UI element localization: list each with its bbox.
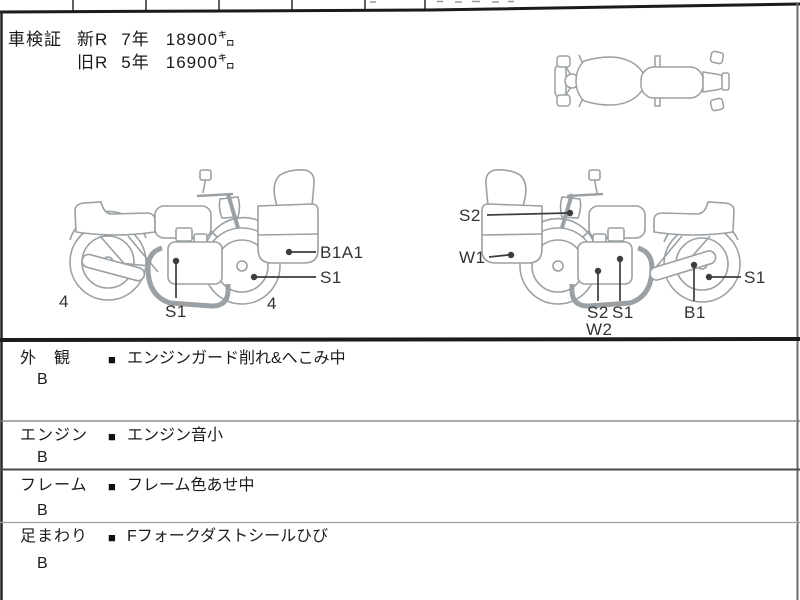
category-label: エンジン <box>20 427 89 444</box>
category-label: 足まわり <box>20 528 89 545</box>
damage-label-engine: S1 <box>165 302 187 321</box>
grade-value: B <box>37 502 48 519</box>
damage-label-front-wheel: S1 <box>320 268 342 287</box>
note-bullet-icon: ■ <box>108 479 116 494</box>
damage-label-front-cowl: B1A1 <box>320 243 364 262</box>
note-bullet-icon: ■ <box>108 530 116 545</box>
damage-label-front-cowl: W1 <box>459 248 486 267</box>
grade-value: B <box>37 555 48 572</box>
inspection-row: 旧R 5年 16900㌔ <box>77 54 236 71</box>
note-text: エンジン音小 <box>127 427 224 444</box>
inspection-label: 車検証 <box>8 30 62 49</box>
category-label: 外 観 <box>20 350 72 367</box>
inspection-row: 新R 7年 18900㌔ <box>77 31 236 48</box>
category-label: フレーム <box>20 477 88 494</box>
note-bullet-icon: ■ <box>108 352 116 367</box>
cutoff-text-remnants <box>370 0 514 3</box>
motorcycle-right-side-icon <box>481 169 741 309</box>
note-bullet-icon: ■ <box>108 429 116 444</box>
note-text: フレーム色あせ中 <box>127 477 255 494</box>
grade-value: B <box>37 371 48 388</box>
note-text: エンジンガード削れ&へこみ中 <box>127 350 346 367</box>
damage-label-engine: S1 <box>612 303 634 322</box>
motorcycle-top-view-icon <box>554 50 730 112</box>
damage-label-front-wheel-grade: 4 <box>267 294 277 313</box>
damage-label-muffler: B1 <box>684 303 706 322</box>
inspection-reg-era: 旧R <box>77 53 109 72</box>
damage-label-rear-wheel-grade: 4 <box>59 292 69 311</box>
inspection-term: 7年 <box>121 30 150 49</box>
inspection-term: 5年 <box>121 53 150 72</box>
damage-label-engine-guard: S2 <box>587 303 609 322</box>
damage-leader-lines <box>172 209 741 301</box>
note-text: Fフォークダストシールひび <box>127 528 329 545</box>
damage-label-rear-wheel: S1 <box>744 268 766 287</box>
damage-label-headlight: S2 <box>459 206 481 225</box>
inspection-reg-era: 新R <box>77 30 109 49</box>
motorcycle-left-side-icon <box>69 169 319 309</box>
damage-label-engine-under: W2 <box>586 320 613 339</box>
grade-value: B <box>37 449 48 466</box>
inspection-mileage: 16900㌔ <box>165 53 237 72</box>
inspection-mileage: 18900㌔ <box>165 30 237 49</box>
